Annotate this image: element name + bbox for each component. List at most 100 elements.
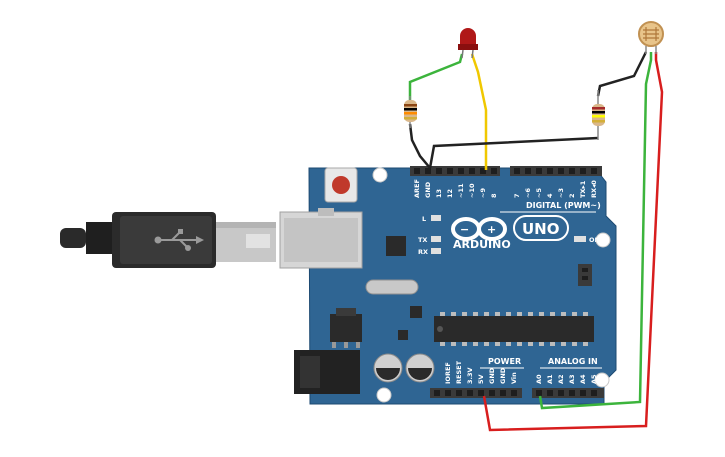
power-pin-label: 3.3V <box>466 367 474 384</box>
digital-pin-hole[interactable] <box>447 168 453 174</box>
photoresistor[interactable] <box>638 21 664 54</box>
digital-pin-hole[interactable] <box>414 168 420 174</box>
mcu-pin <box>517 342 522 346</box>
mcu-pin <box>484 312 489 316</box>
mcu-pin <box>561 312 566 316</box>
analog-pin-hole[interactable] <box>558 390 564 396</box>
on-label: ON <box>589 236 600 244</box>
wire-green-sensor[interactable] <box>538 52 653 410</box>
digital-pin-label: 12 <box>446 189 454 198</box>
mcu-pin <box>550 312 555 316</box>
digital-pin-label: ~3 <box>557 188 565 198</box>
mcu-pin <box>451 312 456 316</box>
voltage-regulator <box>330 308 362 348</box>
mcu-pin <box>550 342 555 346</box>
analog-pin-hole[interactable] <box>569 390 575 396</box>
mounting-hole <box>595 232 611 248</box>
digital-pin-hole[interactable] <box>591 168 597 174</box>
uno-badge: UNO <box>513 215 569 241</box>
svg-text:−: − <box>460 223 469 236</box>
power-pin-hole[interactable] <box>511 390 517 396</box>
digital-pin-label: 7 <box>513 193 521 198</box>
digital-pin-hole[interactable] <box>569 168 575 174</box>
mcu-pin <box>440 312 445 316</box>
mcu-pin <box>484 342 489 346</box>
analog-pin-label: A1 <box>546 374 554 384</box>
digital-pin-hole[interactable] <box>480 168 486 174</box>
mcu-pin <box>506 312 511 316</box>
mcu-pin <box>583 342 588 346</box>
led-label-l: L <box>422 215 426 223</box>
digital-pin-label: ~6 <box>524 188 532 198</box>
analog-pin-hole[interactable] <box>580 390 586 396</box>
icsp-header <box>578 264 592 286</box>
wire-red[interactable] <box>482 52 664 432</box>
power-pin-label: GND <box>488 367 496 384</box>
analog-label: ANALOG IN <box>548 357 598 366</box>
reset-button[interactable] <box>324 167 358 203</box>
led-label-tx: TX <box>418 236 427 244</box>
digital-pin-hole[interactable] <box>458 168 464 174</box>
usb-cable[interactable] <box>60 212 276 268</box>
power-pin-hole[interactable] <box>500 390 506 396</box>
mcu-pin <box>473 312 478 316</box>
mcu-pin <box>528 342 533 346</box>
resistor[interactable] <box>404 96 417 128</box>
digital-pin-hole[interactable] <box>491 168 497 174</box>
power-pin-hole[interactable] <box>445 390 451 396</box>
digital-pin-hole[interactable] <box>425 168 431 174</box>
mcu-pin <box>583 312 588 316</box>
digital-pin-hole[interactable] <box>469 168 475 174</box>
analog-header[interactable] <box>532 388 604 398</box>
power-header[interactable] <box>430 388 522 398</box>
analog-pin-hole[interactable] <box>591 390 597 396</box>
wire-yellow[interactable] <box>470 53 488 170</box>
power-pin-label: 5V <box>477 374 485 384</box>
microcontroller-chip <box>434 312 594 346</box>
led[interactable] <box>458 28 478 59</box>
analog-pin-hole[interactable] <box>536 390 542 396</box>
power-pin-hole[interactable] <box>456 390 462 396</box>
analog-pin-label: A5 <box>590 374 598 384</box>
mounting-hole <box>376 387 392 403</box>
digital-pin-hole[interactable] <box>514 168 520 174</box>
digital-pin-hole[interactable] <box>436 168 442 174</box>
mounting-hole <box>594 372 610 388</box>
wire-black-1[interactable] <box>408 123 431 169</box>
power-pin-label: IOREF <box>444 362 452 384</box>
wire-black-2[interactable] <box>428 136 599 169</box>
digital-pin-hole[interactable] <box>547 168 553 174</box>
wires[interactable] <box>408 51 664 432</box>
digital-header[interactable] <box>410 166 602 176</box>
mcu-pin <box>506 342 511 346</box>
wire-black-3[interactable] <box>596 51 648 97</box>
digital-pin-label: ~10 <box>468 183 476 198</box>
digital-pin-hole[interactable] <box>525 168 531 174</box>
power-pin-hole[interactable] <box>434 390 440 396</box>
digital-pin-label: ~9 <box>479 188 487 198</box>
mcu-pin <box>572 312 577 316</box>
power-pin-hole[interactable] <box>489 390 495 396</box>
digital-pin-label: ~11 <box>457 183 465 198</box>
digital-pin-label: 13 <box>435 189 443 198</box>
digital-pin-hole[interactable] <box>580 168 586 174</box>
power-pin-hole[interactable] <box>467 390 473 396</box>
power-pin-label: Vin <box>510 372 518 384</box>
wire-green-led[interactable] <box>408 53 464 100</box>
analog-pin-hole[interactable] <box>547 390 553 396</box>
capacitor <box>373 353 403 383</box>
mcu-pin <box>451 342 456 346</box>
mounting-hole <box>372 167 388 183</box>
digital-pin-label: AREF <box>413 179 421 198</box>
digital-pin-label: TX▸1 <box>579 180 587 198</box>
mcu-pin <box>528 312 533 316</box>
power-pin-hole[interactable] <box>478 390 484 396</box>
resistor[interactable] <box>592 90 605 140</box>
mcu-pin <box>572 342 577 346</box>
digital-pin-hole[interactable] <box>558 168 564 174</box>
on-led <box>574 236 586 242</box>
digital-pin-label: 4 <box>546 193 554 198</box>
digital-pin-hole[interactable] <box>536 168 542 174</box>
